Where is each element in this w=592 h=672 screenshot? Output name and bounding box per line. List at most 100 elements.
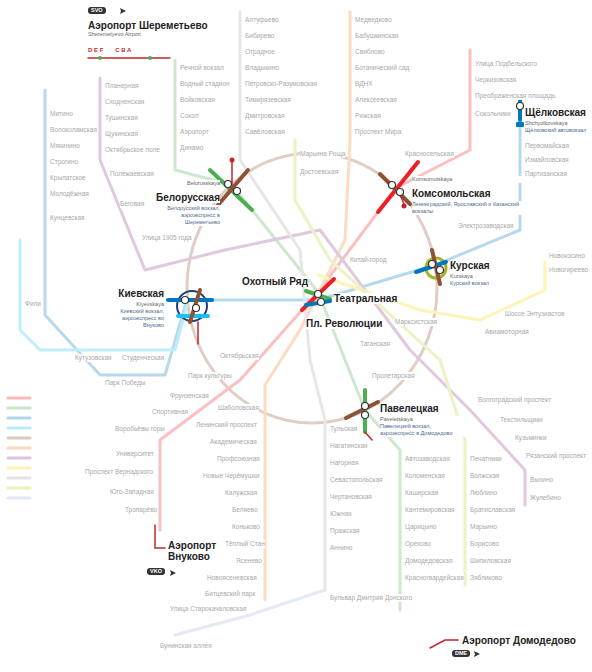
station-note: Shchyolkovskaya xyxy=(525,120,588,127)
station-label: Нагорная xyxy=(330,459,359,467)
station-label: Преображенская площадь xyxy=(475,92,555,100)
station-label: Речной вокзал xyxy=(180,64,224,72)
station-node: КиевскаяKiyevskayaКиевский вокзал, аэроэ… xyxy=(112,283,164,329)
station-label: Люблино xyxy=(470,489,497,497)
station-node: Аэропорт ШереметьевоSheremetyevo Airport… xyxy=(88,20,230,56)
station-label: Улица Старокачаловская xyxy=(170,605,246,613)
station-label: Каширская xyxy=(405,489,438,497)
station-note: Ленинградский, Ярославский и Казанский в… xyxy=(412,201,530,215)
station-name: Театральная xyxy=(334,293,397,304)
station-label: Войковская xyxy=(180,96,215,104)
station-label: Сокольники xyxy=(475,110,511,118)
station-label: Новоясеневская xyxy=(207,574,257,582)
station-label: Жулебино xyxy=(530,494,561,502)
station-label: Бабушкинская xyxy=(355,32,398,40)
station-label: Парк культуры xyxy=(188,372,232,380)
station-label: Бибирево xyxy=(245,32,274,40)
station-label: Алексеевская xyxy=(355,96,397,104)
station-node: Аэропорт Домодедово xyxy=(462,630,588,648)
station-label: Полежаевская xyxy=(110,170,154,178)
station-label: Тёплый Стан xyxy=(225,540,265,548)
station-note: Kiyevskaya xyxy=(112,301,164,308)
station-label: Парк Победы xyxy=(105,379,145,387)
station-label: Академическая xyxy=(210,438,257,446)
station-label: Савёловская xyxy=(245,128,285,136)
station-label: Красногвардейская xyxy=(405,574,464,582)
station-label: Борисово xyxy=(470,540,499,548)
station-label: Планерная xyxy=(105,82,139,90)
station-note: Киевский вокзал, аэроэкспресс во Внуково xyxy=(112,308,164,329)
station-label: Китай-город xyxy=(350,256,386,264)
station-note: Paveletskaya xyxy=(380,416,466,423)
station-label: Шаболовская xyxy=(218,404,259,412)
station-label: Волжская xyxy=(470,472,499,480)
station-label: Медведково xyxy=(355,16,392,24)
station-name: Курская xyxy=(450,260,490,271)
station-label: Алтуфьево xyxy=(245,16,279,24)
station-label: Молодёжная xyxy=(50,190,89,198)
station-label: Рязанский проспект xyxy=(526,452,586,460)
station-label: Строгино xyxy=(50,158,78,166)
station-label: Тимирязевская xyxy=(245,96,291,104)
station-node: ПавелецкаяPaveletskayaПавелецкий вокзал,… xyxy=(380,398,466,437)
station-label: Волгоградский проспект xyxy=(478,396,551,404)
station-name: Павелецкая xyxy=(380,403,439,414)
station-name: Аэропорт Домодедово xyxy=(462,635,576,646)
station-label: Марьино xyxy=(470,523,497,531)
station-node: Охотный Ряд xyxy=(239,271,308,289)
station-label: Водный стадион xyxy=(180,80,230,88)
station-node: КурскаяKurskayaКурский вокзал xyxy=(450,255,520,287)
station-label: ВДНХ xyxy=(355,80,373,88)
station-label: Улица 1905 года xyxy=(142,234,192,242)
station-label: Дмитровская xyxy=(245,112,284,120)
station-label: Пражская xyxy=(330,527,360,535)
station-label: Коньково xyxy=(232,523,260,531)
station-label: Университет xyxy=(116,450,154,458)
station-label: Новые Черёмушки xyxy=(203,472,260,480)
station-note: Павелецкий вокзал, аэроэкспресс в Домоде… xyxy=(380,423,466,437)
station-label: Кунцевская xyxy=(50,214,85,222)
station-label: Динамо xyxy=(180,144,203,152)
station-label: Авиамоторная xyxy=(485,328,529,336)
station-label: Фили xyxy=(25,300,41,308)
station-node: KomsomolskayaКомсомольскаяЛенинградский,… xyxy=(412,176,530,215)
station-label: Выхино xyxy=(530,476,553,484)
airport-code: SVO xyxy=(88,7,106,14)
station-note: Щёлковский автовокзал xyxy=(525,127,588,134)
station-label: Митино xyxy=(50,110,73,118)
station-label: Бульвар Дмитрия Донского xyxy=(330,594,412,602)
station-label: Новогиреево xyxy=(549,266,588,274)
airport-code: VKO xyxy=(147,568,165,575)
station-label: Беляево xyxy=(232,506,258,514)
station-label: Октябрьское поле xyxy=(105,146,160,154)
station-label: Проспект Мира xyxy=(355,128,401,136)
station-name: Киевская xyxy=(118,288,164,299)
terminal-letters: C B A xyxy=(115,46,131,54)
station-label: Зябликово xyxy=(470,574,502,582)
station-note: Belorusskaya xyxy=(148,180,220,187)
station-label: Крылатское xyxy=(50,174,86,182)
station-label: Спортивная xyxy=(152,408,188,416)
station-label: Кантемировская xyxy=(405,506,455,514)
station-note: Komsomolskaya xyxy=(412,176,530,183)
station-label: Петровско-Разумовская xyxy=(245,80,317,88)
station-label: Улица Подбельского xyxy=(475,60,537,68)
station-label: Шоссе Энтузиастов xyxy=(505,310,565,318)
station-label: Ленинский проспект xyxy=(196,421,257,429)
station-label: Шипиловская xyxy=(470,557,511,565)
station-label: Проспект Вернадского xyxy=(85,468,153,476)
station-label: Мякинино xyxy=(50,142,80,150)
station-label: Кузьминки xyxy=(515,434,547,442)
station-label: Орехово xyxy=(405,540,431,548)
station-label: Домодедовская xyxy=(405,557,452,565)
station-label: Новокосино xyxy=(549,252,585,260)
station-label: Черкизовская xyxy=(475,76,516,84)
station-name: Пл. Революции xyxy=(306,318,382,329)
station-label: Калужская xyxy=(225,489,257,497)
station-label: Октябрьская xyxy=(220,352,259,360)
station-label: Печатники xyxy=(470,455,502,463)
station-label: Воробьёвы горы xyxy=(115,425,165,433)
station-label: Студенческая xyxy=(122,354,164,362)
station-label: Аннино xyxy=(330,544,352,552)
